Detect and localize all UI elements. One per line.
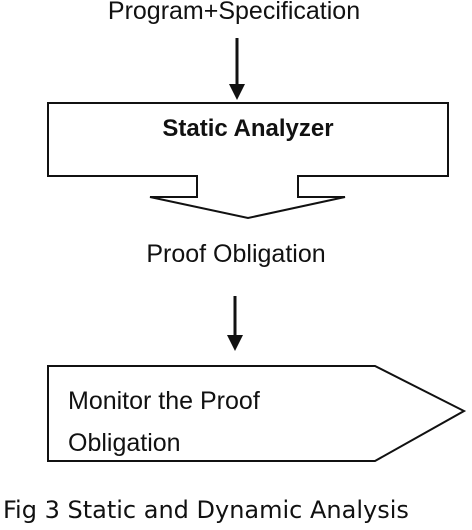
static-analyzer-label: Static Analyzer [162,115,334,142]
input-arrow-head [229,84,245,100]
monitor-label-line2: Obligation [68,429,181,457]
static-analyzer-shape [47,102,449,220]
input-label: Program+Specification [107,0,361,25]
proof-obligation-label: Proof Obligation [146,240,326,268]
monitor-label-line1: Monitor the Proof [68,387,260,415]
figure-caption: Fig 3 Static and Dynamic Analysis [3,496,409,524]
monitor-shape [47,365,467,462]
monitor-label: Monitor the Proof Obligation [68,380,260,464]
proof-arrow-head [227,335,243,351]
